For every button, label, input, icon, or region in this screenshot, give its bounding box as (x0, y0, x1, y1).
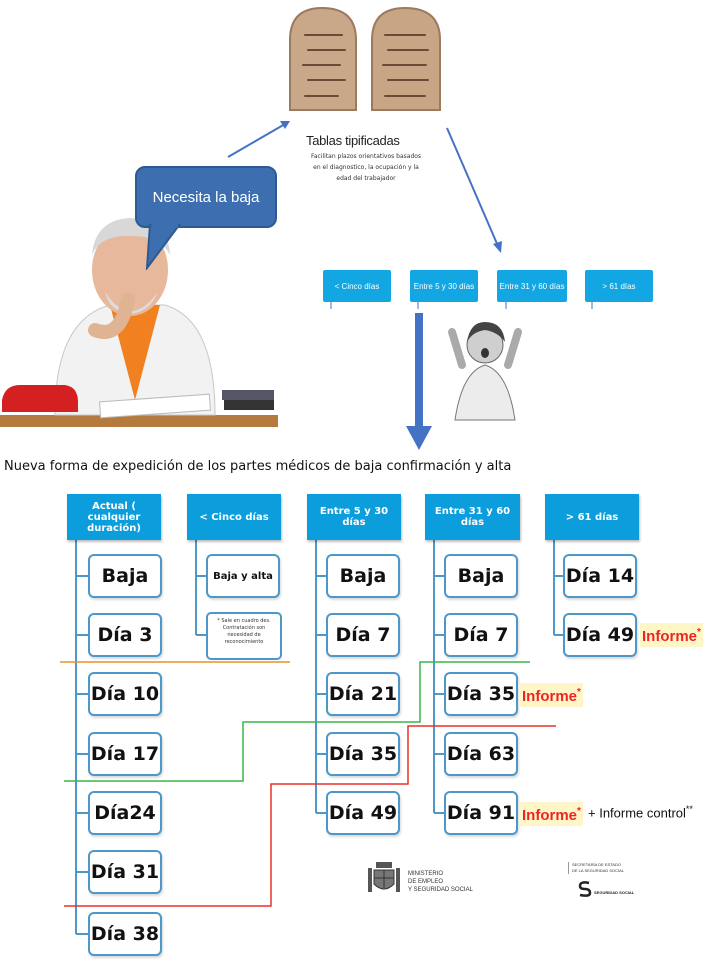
node-actual-dia-3: Día 3 (88, 613, 162, 657)
node-5-30-dia-49: Día 49 (326, 791, 400, 835)
arrow-to-tablets (227, 121, 290, 158)
node-5-30-dia-7: Día 7 (326, 613, 400, 657)
node-actual-dia-31: Día 31 (88, 850, 162, 894)
informe-mark: * (577, 687, 581, 698)
informe-mark: * (697, 627, 701, 638)
coat-of-arms-icon (368, 862, 400, 892)
top-category-31-60: Entre 31 y 60 días (497, 270, 567, 302)
node-actual-dia-38: Día 38 (88, 912, 162, 956)
node-31-60-dia-35: Día 35 (444, 672, 518, 716)
arrow-to-categories (446, 127, 502, 253)
informe-label: Informe (642, 628, 698, 645)
arrow-down-to-table (406, 313, 432, 450)
node-5-30-baja: Baja (326, 554, 400, 598)
informe-mark: * (577, 806, 581, 817)
secretaria-line-1: SECRETARÍA DE ESTADO (572, 862, 621, 867)
informe-over61: Informe* (640, 623, 703, 647)
node-31-60-dia-91: Día 91 (444, 791, 518, 835)
informe-label: Informe (522, 688, 578, 705)
top-category-under-5: < Cinco días (323, 270, 391, 302)
table-caption: Nueva forma de expedición de los partes … (4, 459, 512, 474)
header-31-60: Entre 31 y 60 días (425, 494, 520, 540)
doctor-image (0, 218, 278, 427)
node-actual-dia-24: Día24 (88, 791, 162, 835)
node-31-60-dia-7: Día 7 (444, 613, 518, 657)
informe-control-mark: ** (685, 804, 693, 814)
header-actual: Actual ( cualquier duración) (67, 494, 161, 540)
node-5-30-dia-35: Día 35 (326, 732, 400, 776)
node-31-60-baja: Baja (444, 554, 518, 598)
header-under-5: < Cinco días (187, 494, 281, 540)
header-5-30: Entre 5 y 30 días (307, 494, 401, 540)
informe-31-60-dia-35: Informe* (520, 683, 583, 707)
node-actual-dia-17: Día 17 (88, 732, 162, 776)
top-category-over-61: > 61 días (585, 270, 653, 302)
green-divider-line (64, 661, 530, 782)
top-category-5-30: Entre 5 y 30 días (410, 270, 478, 302)
node-actual-dia-10: Día 10 (88, 672, 162, 716)
red-divider-line (64, 725, 556, 907)
informe-control-label: + Informe control (588, 805, 686, 821)
node-31-60-dia-63: Día 63 (444, 732, 518, 776)
tables-title: Tablas tipificadas (306, 133, 400, 148)
ministerio-line-2: DE EMPLEO (408, 879, 444, 885)
top-illustration (0, 6, 593, 450)
surprised-woman-image (448, 322, 522, 421)
node-5-30-dia-21: Día 21 (326, 672, 400, 716)
seguridad-social-logo-icon (578, 881, 592, 897)
node-under5-baja-alta: Baja y alta (206, 554, 280, 598)
secretaria-line-2: DE LA SEGURIDAD SOCIAL (572, 868, 625, 873)
secretaria-logo-text: SECRETARÍA DE ESTADO DE LA SEGURIDAD SOC… (568, 862, 624, 874)
ministerio-logo-text: MINISTERIO DE EMPLEO Y SEGURIDAD SOCIAL (408, 870, 473, 894)
ministerio-line-1: MINISTERIO (408, 871, 444, 877)
header-over-61: > 61 días (545, 494, 639, 540)
ministerio-line-3: Y SEGURIDAD SOCIAL (408, 887, 473, 893)
informe-control: + Informe control** (588, 804, 693, 820)
seguridad-social-logo-text: SEGURIDAD SOCIAL (594, 890, 635, 895)
speech-bubble-tail (145, 224, 182, 270)
node-under5-note: * Sale en cuadro des. Contratación son n… (206, 612, 282, 660)
informe-31-60-dia-91: Informe* (520, 802, 583, 826)
stone-tablets-image (289, 6, 441, 111)
informe-label: Informe (522, 807, 578, 824)
node-actual-baja: Baja (88, 554, 162, 598)
node-over61-dia-49: Día 49 (563, 613, 637, 657)
tables-description: Facilitan plazos orientativos basados en… (310, 153, 422, 182)
speech-bubble: Necesita la baja (135, 166, 277, 228)
bubble-text: Necesita la baja (152, 188, 260, 206)
node-over61-dia-14: Día 14 (563, 554, 637, 598)
